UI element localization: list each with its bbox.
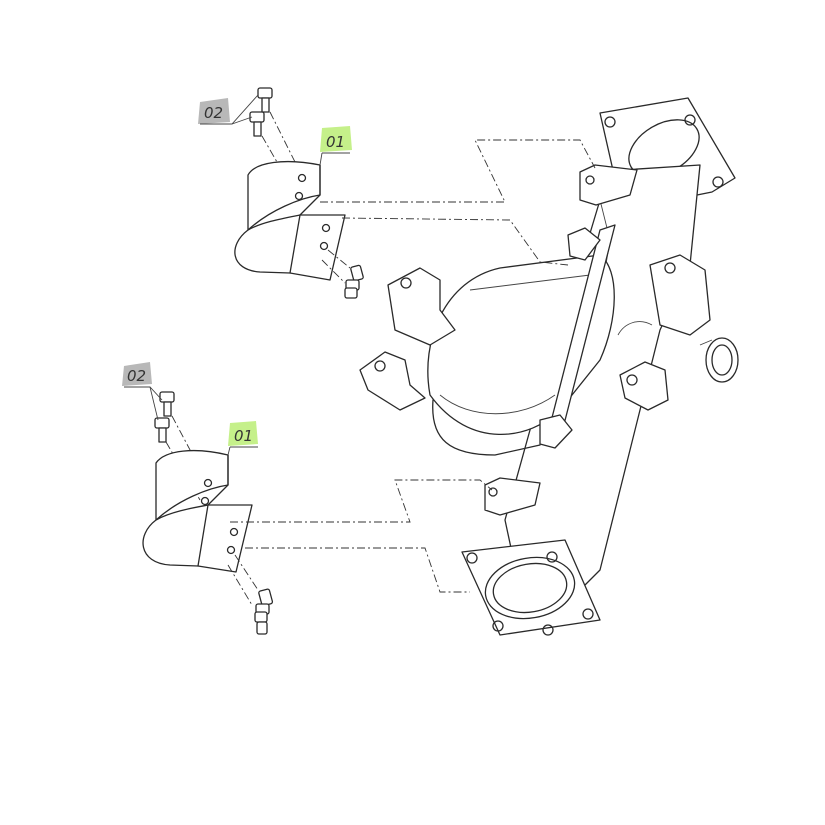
left-upper-mount <box>387 267 456 346</box>
bolt <box>159 391 175 417</box>
callout-badge <box>122 362 152 386</box>
bolt <box>344 287 358 299</box>
lower-shield-assembly <box>142 391 493 635</box>
right-upper-mount <box>649 254 711 336</box>
bolt <box>257 87 273 113</box>
callout-02-lower: 02 <box>122 362 163 421</box>
callout-01-upper: 01 <box>319 126 352 166</box>
left-lower-mount <box>359 351 426 411</box>
axle-housing <box>359 97 739 636</box>
callout-label: 02 <box>127 367 146 385</box>
upper-shield-tab <box>567 164 638 261</box>
lower-shield-tab <box>484 414 573 516</box>
bolt <box>154 417 170 443</box>
bolt <box>249 111 265 137</box>
upper-shield-assembly <box>234 87 596 299</box>
callout-badge <box>198 98 230 124</box>
callout-label: 01 <box>234 427 253 445</box>
bolt <box>254 611 268 635</box>
side-port <box>617 321 739 383</box>
callout-badge <box>320 126 352 152</box>
bolt <box>345 264 364 291</box>
right-lower-mount <box>619 361 669 411</box>
callout-label: 01 <box>326 133 345 151</box>
callout-02-upper: 02 <box>198 94 259 125</box>
bolt <box>255 588 274 615</box>
bottom-flange <box>461 539 601 636</box>
callout-badge <box>228 421 258 446</box>
callout-label: 02 <box>204 104 223 122</box>
callout-01-lower: 01 <box>227 421 258 456</box>
